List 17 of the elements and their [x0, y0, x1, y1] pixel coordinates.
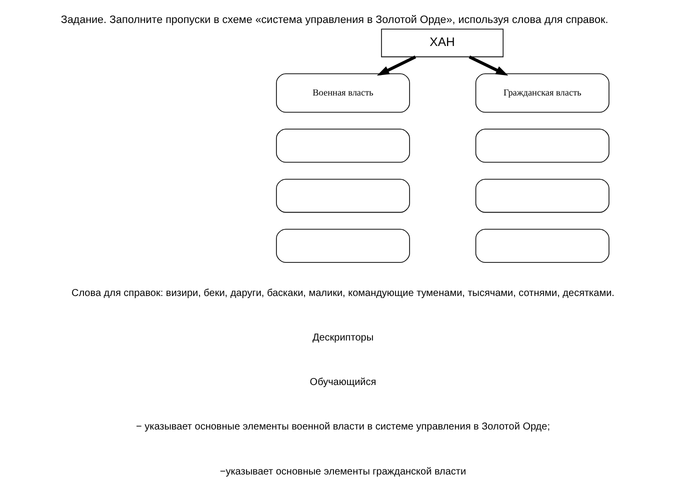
- node-box: Военная власть: [276, 73, 410, 113]
- node-box: ХАН: [380, 28, 504, 58]
- arrow: [468, 55, 508, 76]
- diagram-title: Задание. Заполните пропуски в схеме «система управления в Золотой Орде», используя слова для справок.: [60, 14, 608, 26]
- node-box: Гражданская власть: [474, 73, 609, 113]
- node-box: [276, 228, 410, 263]
- label: Обучающийся: [309, 377, 376, 388]
- node-box: [474, 128, 609, 163]
- arrow: [376, 55, 416, 76]
- node-box: [474, 178, 609, 213]
- node-box: [474, 228, 609, 263]
- label: −указывает основные элементы гражданской власти: [219, 466, 466, 478]
- label: − указывает основные элементы военной власти в системе управления в Золотой Орде;: [136, 422, 550, 433]
- label: Слова для справок: визири, беки, даруги, баскаки, малики, командующие туменами, тысячами, сотнями, десятками.: [71, 288, 614, 299]
- label: Дескрипторы: [312, 332, 374, 344]
- node-box: [276, 128, 410, 163]
- node-box: [276, 178, 410, 213]
